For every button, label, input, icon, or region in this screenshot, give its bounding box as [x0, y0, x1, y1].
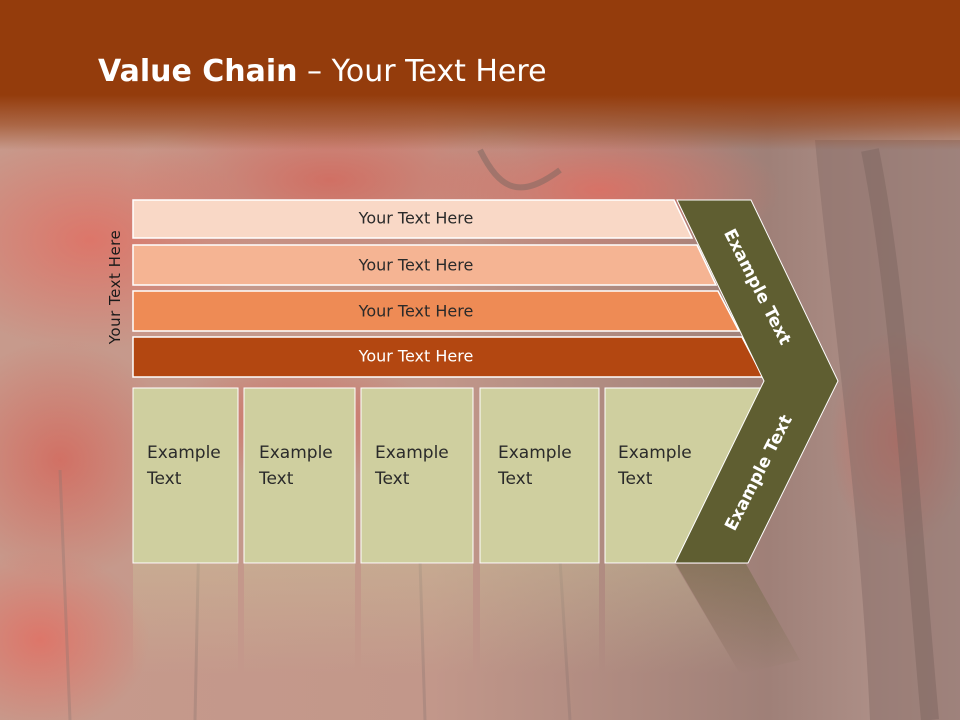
bar-1: [132, 199, 694, 239]
box-text-line: Example: [618, 443, 692, 463]
title-bold: Value Chain: [98, 54, 298, 89]
box-text-line: Text: [618, 469, 653, 489]
reflection: [133, 564, 800, 674]
box-text-1: Example Text: [147, 440, 221, 492]
box-text-line: Text: [147, 469, 182, 489]
box-text-4: Example Text: [498, 440, 572, 492]
box-text-line: Example: [498, 443, 572, 463]
bar-2: [132, 244, 718, 286]
box-text-line: Text: [375, 469, 410, 489]
bar-label-4: Your Text Here: [358, 347, 474, 366]
arrow-chevron: [674, 199, 839, 564]
box-text-line: Example: [259, 443, 333, 463]
box-1: [132, 387, 239, 564]
box-3: [360, 387, 474, 564]
bar-label-3: Your Text Here: [358, 302, 474, 321]
box-2: [243, 387, 356, 564]
header-band: [0, 0, 960, 150]
bar-label-2: Your Text Here: [358, 256, 474, 275]
box-text-line: Example: [147, 443, 221, 463]
slide-title: Value Chain – Your Text Here: [98, 54, 547, 89]
box-text-line: Text: [259, 469, 294, 489]
box-text-5: Example Text: [618, 440, 692, 492]
box-4: [479, 387, 600, 564]
bar-3: [132, 290, 741, 332]
box-text-3: Example Text: [375, 440, 449, 492]
title-rest: – Your Text Here: [297, 54, 547, 89]
box-text-2: Example Text: [259, 440, 333, 492]
bar-label-1: Your Text Here: [358, 209, 474, 228]
box-text-line: Example: [375, 443, 449, 463]
box-text-line: Text: [498, 469, 533, 489]
